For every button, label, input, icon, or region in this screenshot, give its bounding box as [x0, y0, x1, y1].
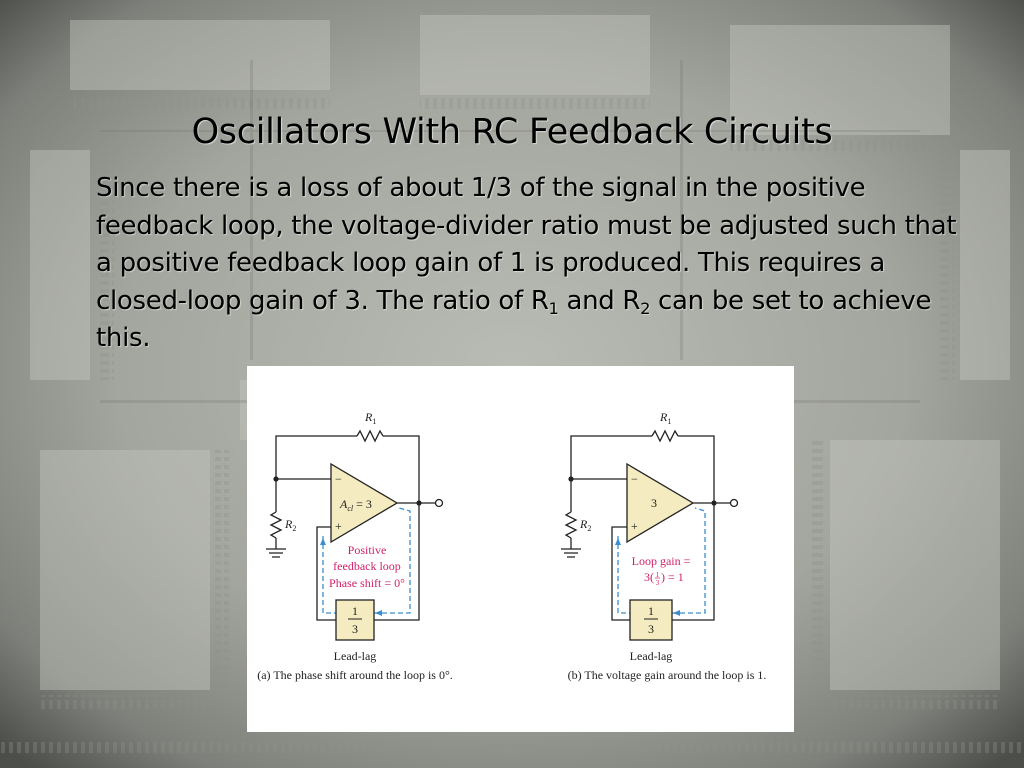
loop-gain-text: Loop gain = [632, 554, 691, 568]
r1-subscript: 1 [548, 298, 559, 318]
feedback-loop-path-b [617, 507, 706, 614]
lead-lag-box-b [629, 599, 673, 641]
small-fraction-num: 1 [656, 571, 660, 579]
junction-dot [568, 476, 574, 482]
circuit-a [266, 429, 444, 621]
r2-label: R2 [284, 517, 296, 533]
oscillator-figure: − + Acl = 3 R1 R2 Positive feedback loop… [247, 366, 794, 732]
box-denominator: 3 [648, 622, 654, 636]
lead-lag-label: Lead-lag [334, 649, 377, 663]
small-fraction-den: 3 [656, 579, 660, 587]
loop-text: Phase shift = 0° [329, 576, 405, 590]
lead-lag-label: Lead-lag [630, 649, 673, 663]
loop-arrow-icon [375, 610, 382, 616]
loop-text: feedback loop [333, 559, 401, 573]
amp-gain-label: Acl = 3 [339, 497, 372, 513]
paragraph-text-after: can be set to achieve this. [96, 285, 932, 354]
circuit-b [561, 429, 739, 621]
box-numerator: 1 [352, 604, 358, 618]
plus-label: + [631, 519, 638, 533]
r2-subscript: 2 [640, 298, 651, 318]
op-amp-b [626, 462, 695, 544]
amp-gain-label: 3 [651, 496, 657, 510]
junction-dot [273, 476, 279, 482]
feedback-loop-path-a [322, 507, 411, 614]
loop-gain-expression-end: ) = 1 [661, 570, 684, 584]
resistor-r2-a [269, 511, 283, 539]
loop-arrow-icon [673, 610, 680, 616]
r2-label: R2 [579, 517, 591, 533]
box-denominator: 3 [352, 622, 358, 636]
loop-arrow-icon [615, 538, 621, 545]
paragraph-text: Since there is a loss of about 1/3 of th… [96, 173, 957, 316]
loop-text: Positive [348, 543, 387, 557]
junction-dot [416, 500, 422, 506]
slide-title: Oscillators With RC Feedback Circuits [191, 112, 833, 152]
minus-label: − [631, 472, 638, 486]
op-amp-a [330, 462, 399, 544]
paragraph-text-between: and R [558, 285, 641, 316]
box-numerator: 1 [648, 604, 654, 618]
slide-paragraph: Since there is a loss of about 1/3 of th… [96, 170, 966, 358]
loop-arrow-icon [320, 538, 326, 545]
junction-dot [711, 500, 717, 506]
loop-gain-expression: 3( [644, 570, 654, 584]
caption-a: (a) The phase shift around the loop is 0… [257, 668, 453, 682]
resistor-r2-b [564, 511, 578, 539]
resistor-r1-b [651, 429, 679, 443]
plus-label: + [335, 519, 342, 533]
lead-lag-box-a [335, 599, 375, 641]
caption-b: (b) The voltage gain around the loop is … [568, 668, 767, 682]
r1-label: R1 [659, 410, 671, 426]
r1-label: R1 [364, 410, 376, 426]
resistor-r1-a [356, 429, 384, 443]
minus-label: − [335, 472, 342, 486]
